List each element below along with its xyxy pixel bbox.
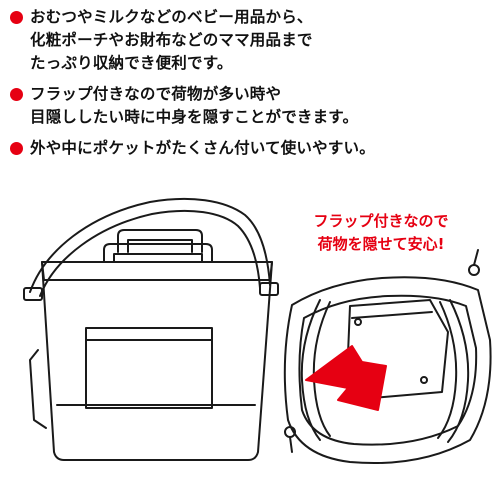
feature-list: おむつやミルクなどのベビー用品から、 化粧ポーチやお財布などのママ用品まで たっ…: [8, 6, 496, 168]
strap-end-left: [289, 436, 293, 453]
callout-text: フラップ付きなので: [313, 212, 449, 230]
shoulder-strap-inner: [39, 209, 261, 297]
open-bag-handle-right-inner: [437, 301, 458, 439]
strap-end-right: [473, 249, 479, 266]
bag-top-rim: [41, 261, 273, 281]
callout-text: 荷物を隠せて安心!: [317, 235, 445, 253]
strap-ring-right: [468, 264, 480, 276]
open-bag-handle-right: [447, 299, 470, 443]
side-pocket: [29, 349, 47, 429]
snap-button: [354, 318, 362, 326]
bullet-dot-icon: [10, 11, 23, 24]
red-arrow-icon: [305, 345, 387, 411]
handle-front-inner: [113, 253, 203, 263]
feature-item-flap: フラップ付きなので荷物が多い時や 目隠ししたい時に中身を隠すことができます。: [8, 83, 496, 129]
handle-back: [117, 229, 203, 253]
snap-button: [420, 376, 428, 384]
flap-fold: [351, 311, 433, 319]
front-pocket: [85, 327, 213, 409]
bullet-dot-icon: [10, 142, 23, 155]
feature-item-storage: おむつやミルクなどのベビー用品から、 化粧ポーチやお財布などのママ用品まで たっ…: [8, 6, 496, 75]
feature-item-pockets: 外や中にポケットがたくさん付いて使いやすい。: [8, 137, 496, 160]
flap-callout: フラップ付きなので 荷物を隠せて安心!: [296, 210, 466, 256]
strap-buckle-left: [23, 287, 43, 301]
shoulder-strap: [29, 197, 271, 293]
feature-text: フラップ付きなので荷物が多い時や: [30, 85, 282, 103]
feature-text: 外や中にポケットがたくさん付いて使いやすい。: [30, 139, 375, 157]
feature-text: 目隠ししたい時に中身を隠すことができます。: [30, 108, 359, 126]
open-bag-handle-left: [300, 299, 321, 441]
feature-text: たっぷり収納でき便利です。: [30, 54, 233, 72]
open-bag-outer: [283, 276, 492, 465]
feature-text: おむつやミルクなどのベビー用品から、: [30, 8, 313, 26]
handle-front: [103, 243, 213, 263]
bag-body: [41, 261, 273, 461]
handle-back-inner: [127, 239, 193, 253]
bullet-dot-icon: [10, 88, 23, 101]
feature-text: 化粧ポーチやお財布などのママ用品まで: [30, 31, 313, 49]
